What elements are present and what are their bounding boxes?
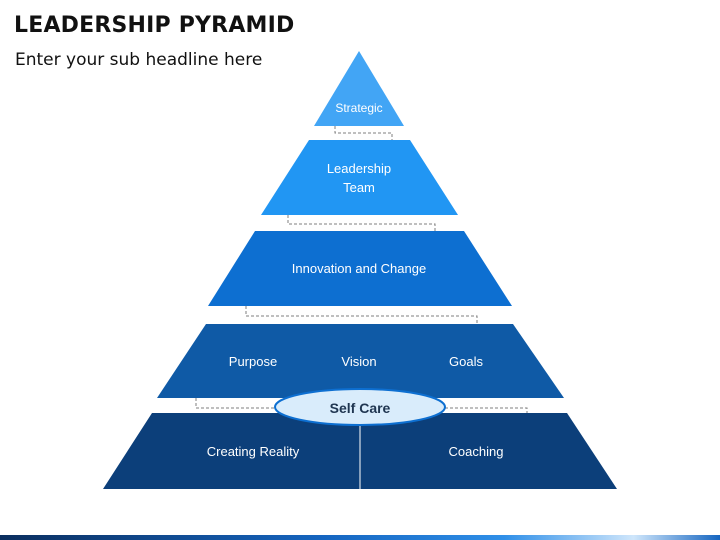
tier-item-coaching: Coaching	[449, 444, 504, 459]
self-care-label: Self Care	[330, 400, 391, 416]
tier-item-goals: Goals	[449, 354, 483, 369]
tier-leadership-team	[261, 140, 458, 215]
connector-3-4	[245, 306, 478, 324]
tier-connectors	[195, 126, 528, 413]
tier-item-vision: Vision	[341, 354, 376, 369]
page-title: LEADERSHIP PYRAMID	[14, 13, 295, 38]
connector-1-2	[334, 126, 393, 140]
tier-strategic	[314, 51, 404, 126]
tier-purpose-vision-goals	[157, 324, 564, 398]
page-subtitle: Enter your sub headline here	[15, 50, 263, 70]
tier-strategic-label: Strategic	[335, 101, 382, 115]
self-care-ellipse	[274, 388, 446, 426]
tier-innovation	[208, 231, 512, 306]
tier-leadership-team-label-line2: Team	[343, 180, 375, 195]
connector-4-5-left	[195, 398, 275, 409]
connector-4-5-right	[445, 407, 528, 413]
tier-item-purpose: Purpose	[229, 354, 277, 369]
footer-accent-bar	[0, 535, 720, 540]
tier-item-creating-reality: Creating Reality	[207, 444, 300, 459]
connector-2-3	[287, 215, 436, 231]
tier-innovation-label: Innovation and Change	[292, 261, 426, 276]
tier-leadership-team-label-line1: Leadership	[327, 161, 391, 176]
